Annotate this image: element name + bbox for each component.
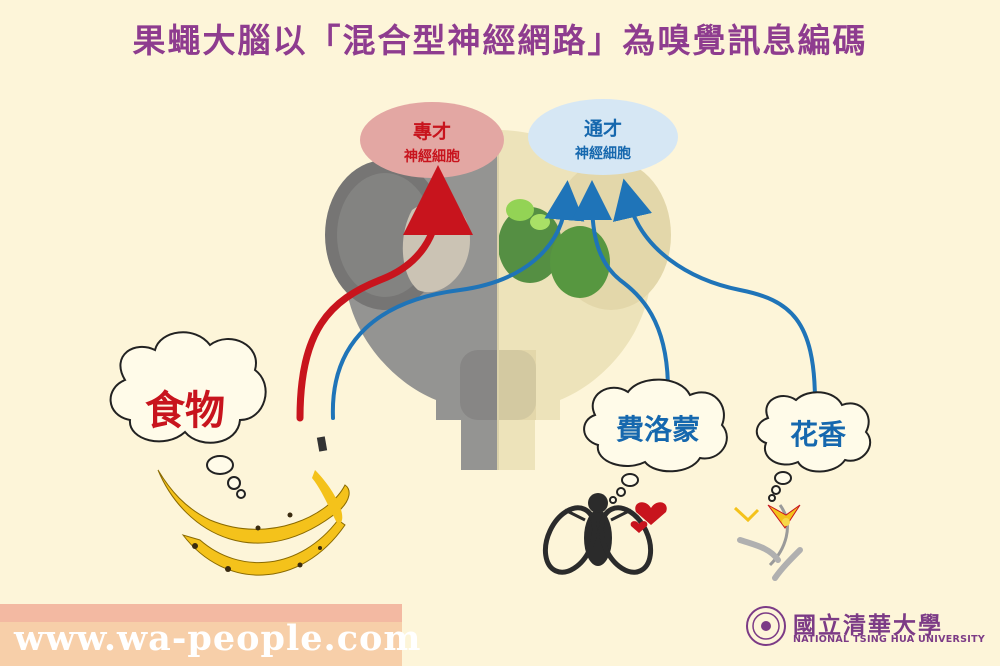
floral-to-generalist-arrow [613,178,817,404]
floral-label: 花香 [789,418,846,451]
pheromone-label: 費洛蒙 [615,413,700,446]
floral-thought-bubble [755,391,872,502]
flower-icon [733,504,803,581]
generalist-title: 通才 [583,118,622,140]
page-title: 果蠅大腦以「混合型神經網路」為嗅覺訊息編碼 [132,21,868,60]
website-link[interactable]: www.wa-people.com [14,618,422,659]
food-to-generalist-arrow [330,180,585,420]
specialist-node [360,102,504,178]
generalist-label: 通才 神經細胞 [543,114,663,163]
generalist-node [528,99,678,175]
pheromone-to-generalist-arrow [572,180,670,392]
banana-icon [157,436,350,576]
university-name-en: NATIONAL TSING HUA UNIVERSITY [793,634,986,645]
food-to-specialist-arrow [296,165,473,422]
specialist-subtitle: 神經細胞 [404,149,460,165]
heart-icon [630,502,667,533]
pheromone-thought-bubble [583,378,728,504]
university-seal-icon [746,606,786,646]
footer-banner-front [0,622,402,666]
food-thought-bubble [109,331,267,499]
university-name-zh: 國立清華大學 [793,612,943,639]
fly-icon [542,493,654,575]
food-label: 食物 [145,388,225,434]
specialist-label: 專才 神經細胞 [372,117,492,166]
specialist-title: 專才 [412,121,451,143]
generalist-subtitle: 神經細胞 [575,146,631,162]
